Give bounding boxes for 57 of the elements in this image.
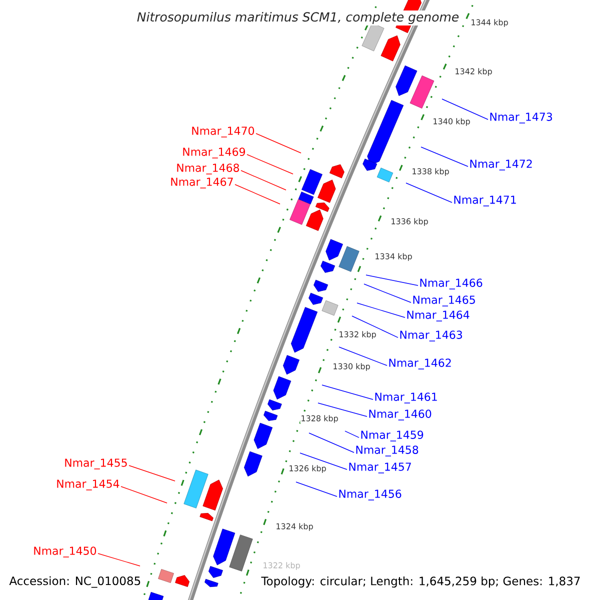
leader-line [366, 274, 418, 286]
scale-label: 1334 kbp [374, 252, 413, 262]
scale-label: 1344 kbp [470, 18, 509, 28]
gene-label: Nmar_1469 [183, 148, 246, 158]
scale-label: 1330 kbp [332, 362, 371, 372]
leader-line [296, 482, 338, 497]
gene-label: Nmar_1457 [349, 462, 411, 474]
scale-label: 1340 kbp [432, 118, 471, 126]
leader-line [128, 465, 176, 482]
leader-line [322, 384, 374, 400]
gene-label: Nmar_1456 [339, 490, 402, 500]
leader-line [338, 346, 388, 366]
title: Nitrosopumilus maritimus SCM1, complete genome [135, 10, 461, 26]
leader-line [420, 146, 468, 167]
gene-label: Nmar_1473 [490, 112, 552, 124]
leader-line [406, 182, 452, 203]
leader-line [356, 302, 406, 318]
leader-line [442, 98, 488, 120]
gene-label: Nmar_1461 [375, 392, 437, 404]
info-text: Accession: NC_010085 [9, 576, 140, 588]
scale-label: 1332 kbp [338, 330, 377, 340]
leader-line [300, 452, 348, 470]
scale-label: 1322 kbp [262, 562, 301, 570]
leader-line [120, 486, 168, 504]
leader-line [364, 284, 412, 303]
info-text: Topology: circular; Length: 1,645,259 bp; Genes: 1,837 [261, 576, 580, 588]
scale-label: 1342 kbp [454, 68, 493, 76]
leader-line [240, 170, 286, 190]
leader-line [308, 432, 354, 453]
gene-label: Nmar_1472 [470, 160, 532, 170]
leader-line [246, 154, 294, 174]
gene-label: Nmar_1458 [356, 446, 418, 456]
scale-label: 1338 kbp [411, 168, 450, 176]
leader-line [352, 316, 398, 338]
leader-line [234, 184, 280, 204]
gene-label: Nmar_1467 [171, 178, 233, 188]
scale-label: 1328 kbp [300, 414, 339, 424]
gene-label: Nmar_1462 [389, 358, 451, 370]
leader-line [98, 553, 140, 566]
gene-label: Nmar_1470 [192, 126, 254, 138]
scale-label: 1326 kbp [288, 464, 327, 474]
scale-label: 1336 kbp [390, 218, 429, 226]
leader-line [256, 133, 302, 154]
leader-line [318, 402, 368, 417]
gene-label: Nmar_1465 [413, 296, 475, 306]
gene-label: Nmar_1460 [369, 410, 432, 420]
gene-label: Nmar_1454 [57, 480, 120, 490]
scale-label: 1324 kbp [275, 522, 314, 532]
gene-label: Nmar_1466 [420, 278, 482, 290]
gene-label: Nmar_1455 [65, 458, 127, 470]
leader-line [344, 430, 360, 438]
gene-label: Nmar_1464 [407, 310, 470, 322]
gene-label: Nmar_1459 [361, 430, 424, 442]
gene-label: Nmar_1468 [177, 164, 240, 174]
gene-label: Nmar_1450 [34, 546, 96, 558]
gene-label: Nmar_1471 [454, 196, 516, 206]
gene-label: Nmar_1463 [400, 330, 462, 342]
